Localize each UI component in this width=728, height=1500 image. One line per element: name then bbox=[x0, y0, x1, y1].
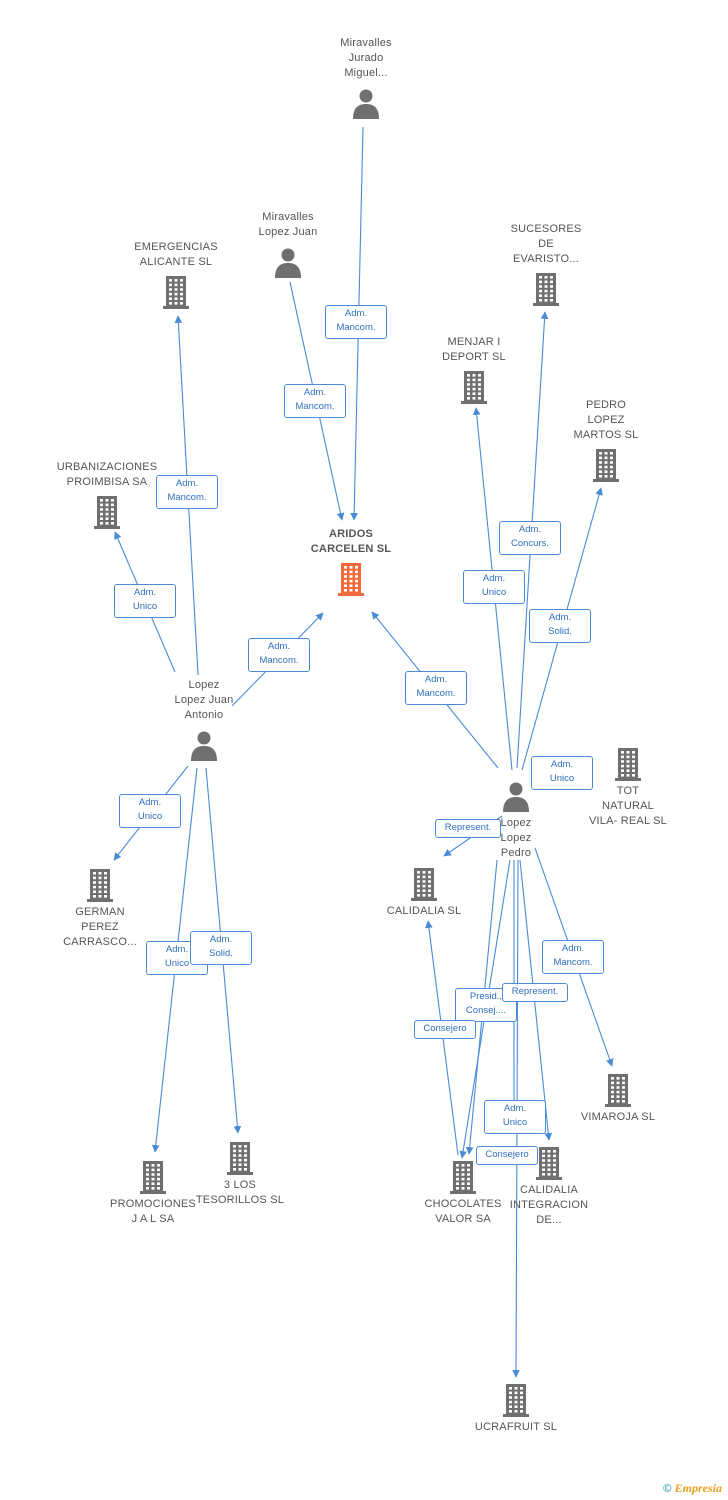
building-icon[interactable] bbox=[501, 1382, 531, 1418]
brand-footer: © Empresia bbox=[663, 1481, 722, 1496]
edge-label[interactable]: Represent. bbox=[502, 982, 568, 1002]
edge-label[interactable]: Adm. Solid. bbox=[190, 931, 252, 965]
building-icon[interactable] bbox=[225, 1140, 255, 1176]
person-icon[interactable] bbox=[501, 778, 531, 814]
node-label[interactable]: CHOCOLATES VALOR SA bbox=[424, 1198, 502, 1225]
building-icon[interactable] bbox=[92, 494, 122, 530]
node-label[interactable]: GERMAN PEREZ CARRASCO... bbox=[63, 906, 137, 948]
edge-label[interactable]: Adm. Mancom. bbox=[405, 671, 467, 705]
node-label[interactable]: PROMOCIONES J A L SA bbox=[110, 1198, 196, 1225]
building-icon[interactable] bbox=[613, 746, 643, 782]
node-label[interactable]: SUCESORES DE EVARISTO... bbox=[510, 223, 582, 265]
edge-label[interactable]: Represent. bbox=[435, 818, 501, 838]
node-label[interactable]: PEDRO LOPEZ MARTOS SL bbox=[573, 399, 639, 441]
node-label[interactable]: TOT NATURAL VILA- REAL SL bbox=[588, 785, 667, 827]
building-icon[interactable] bbox=[85, 867, 115, 903]
edge-label[interactable]: Adm. Unico bbox=[484, 1100, 546, 1134]
building-icon[interactable] bbox=[603, 1072, 633, 1108]
edge-label[interactable]: Adm. Unico bbox=[463, 570, 525, 604]
person-icon[interactable] bbox=[189, 727, 219, 763]
building-icon[interactable] bbox=[138, 1159, 168, 1195]
node-label[interactable]: URBANIZACIONES PROIMBISA SA bbox=[56, 461, 158, 488]
person-icon[interactable] bbox=[273, 244, 303, 280]
node-label[interactable]: MENJAR I DEPORT SL bbox=[442, 336, 506, 363]
building-icon[interactable] bbox=[336, 561, 366, 597]
node-label[interactable]: CALIDALIA SL bbox=[386, 905, 462, 917]
edge-label[interactable]: Adm. Unico bbox=[114, 584, 176, 618]
edge-label[interactable]: Consejero bbox=[476, 1145, 538, 1165]
node-label[interactable]: ARIDOS CARCELEN SL bbox=[310, 528, 392, 555]
edge-label[interactable]: Adm. Mancom. bbox=[542, 940, 604, 974]
edge-label[interactable]: Adm. Concurs. bbox=[499, 521, 561, 555]
node-label[interactable]: Miravalles Lopez Juan bbox=[258, 211, 318, 238]
node-label[interactable]: CALIDALIA INTEGRACION DE... bbox=[509, 1184, 589, 1226]
node-label[interactable]: UCRAFRUIT SL bbox=[474, 1421, 558, 1433]
node-label[interactable]: Miravalles Jurado Miguel... bbox=[340, 37, 392, 79]
brand-name[interactable]: Empresia bbox=[674, 1481, 722, 1495]
person-icon[interactable] bbox=[351, 85, 381, 121]
node-label[interactable]: EMERGENCIAS ALICANTE SL bbox=[134, 241, 218, 268]
edge-label[interactable]: Adm. Mancom. bbox=[284, 384, 346, 418]
building-icon[interactable] bbox=[448, 1159, 478, 1195]
node-label[interactable]: Lopez Lopez Juan Antonio bbox=[174, 679, 234, 721]
building-icon[interactable] bbox=[534, 1145, 564, 1181]
edge-label[interactable]: Adm. Mancom. bbox=[325, 305, 387, 339]
building-icon[interactable] bbox=[531, 271, 561, 307]
edge-label[interactable]: Adm. Mancom. bbox=[248, 638, 310, 672]
node-label[interactable]: Lopez Lopez Pedro bbox=[500, 817, 532, 859]
building-icon[interactable] bbox=[459, 369, 489, 405]
edge-label[interactable]: Consejero bbox=[414, 1019, 476, 1039]
edge-label[interactable]: Adm. Mancom. bbox=[156, 475, 218, 509]
node-label[interactable]: 3 LOS TESORILLOS SL bbox=[195, 1179, 285, 1206]
building-icon[interactable] bbox=[409, 866, 439, 902]
edge-label[interactable]: Adm. Solid. bbox=[529, 609, 591, 643]
edge-label[interactable]: Adm. Unico bbox=[119, 794, 181, 828]
building-icon[interactable] bbox=[591, 447, 621, 483]
building-icon[interactable] bbox=[161, 274, 191, 310]
edge-label[interactable]: Adm. Unico bbox=[531, 756, 593, 790]
node-label[interactable]: VIMAROJA SL bbox=[580, 1111, 656, 1123]
copyright-icon: © bbox=[662, 1481, 672, 1495]
